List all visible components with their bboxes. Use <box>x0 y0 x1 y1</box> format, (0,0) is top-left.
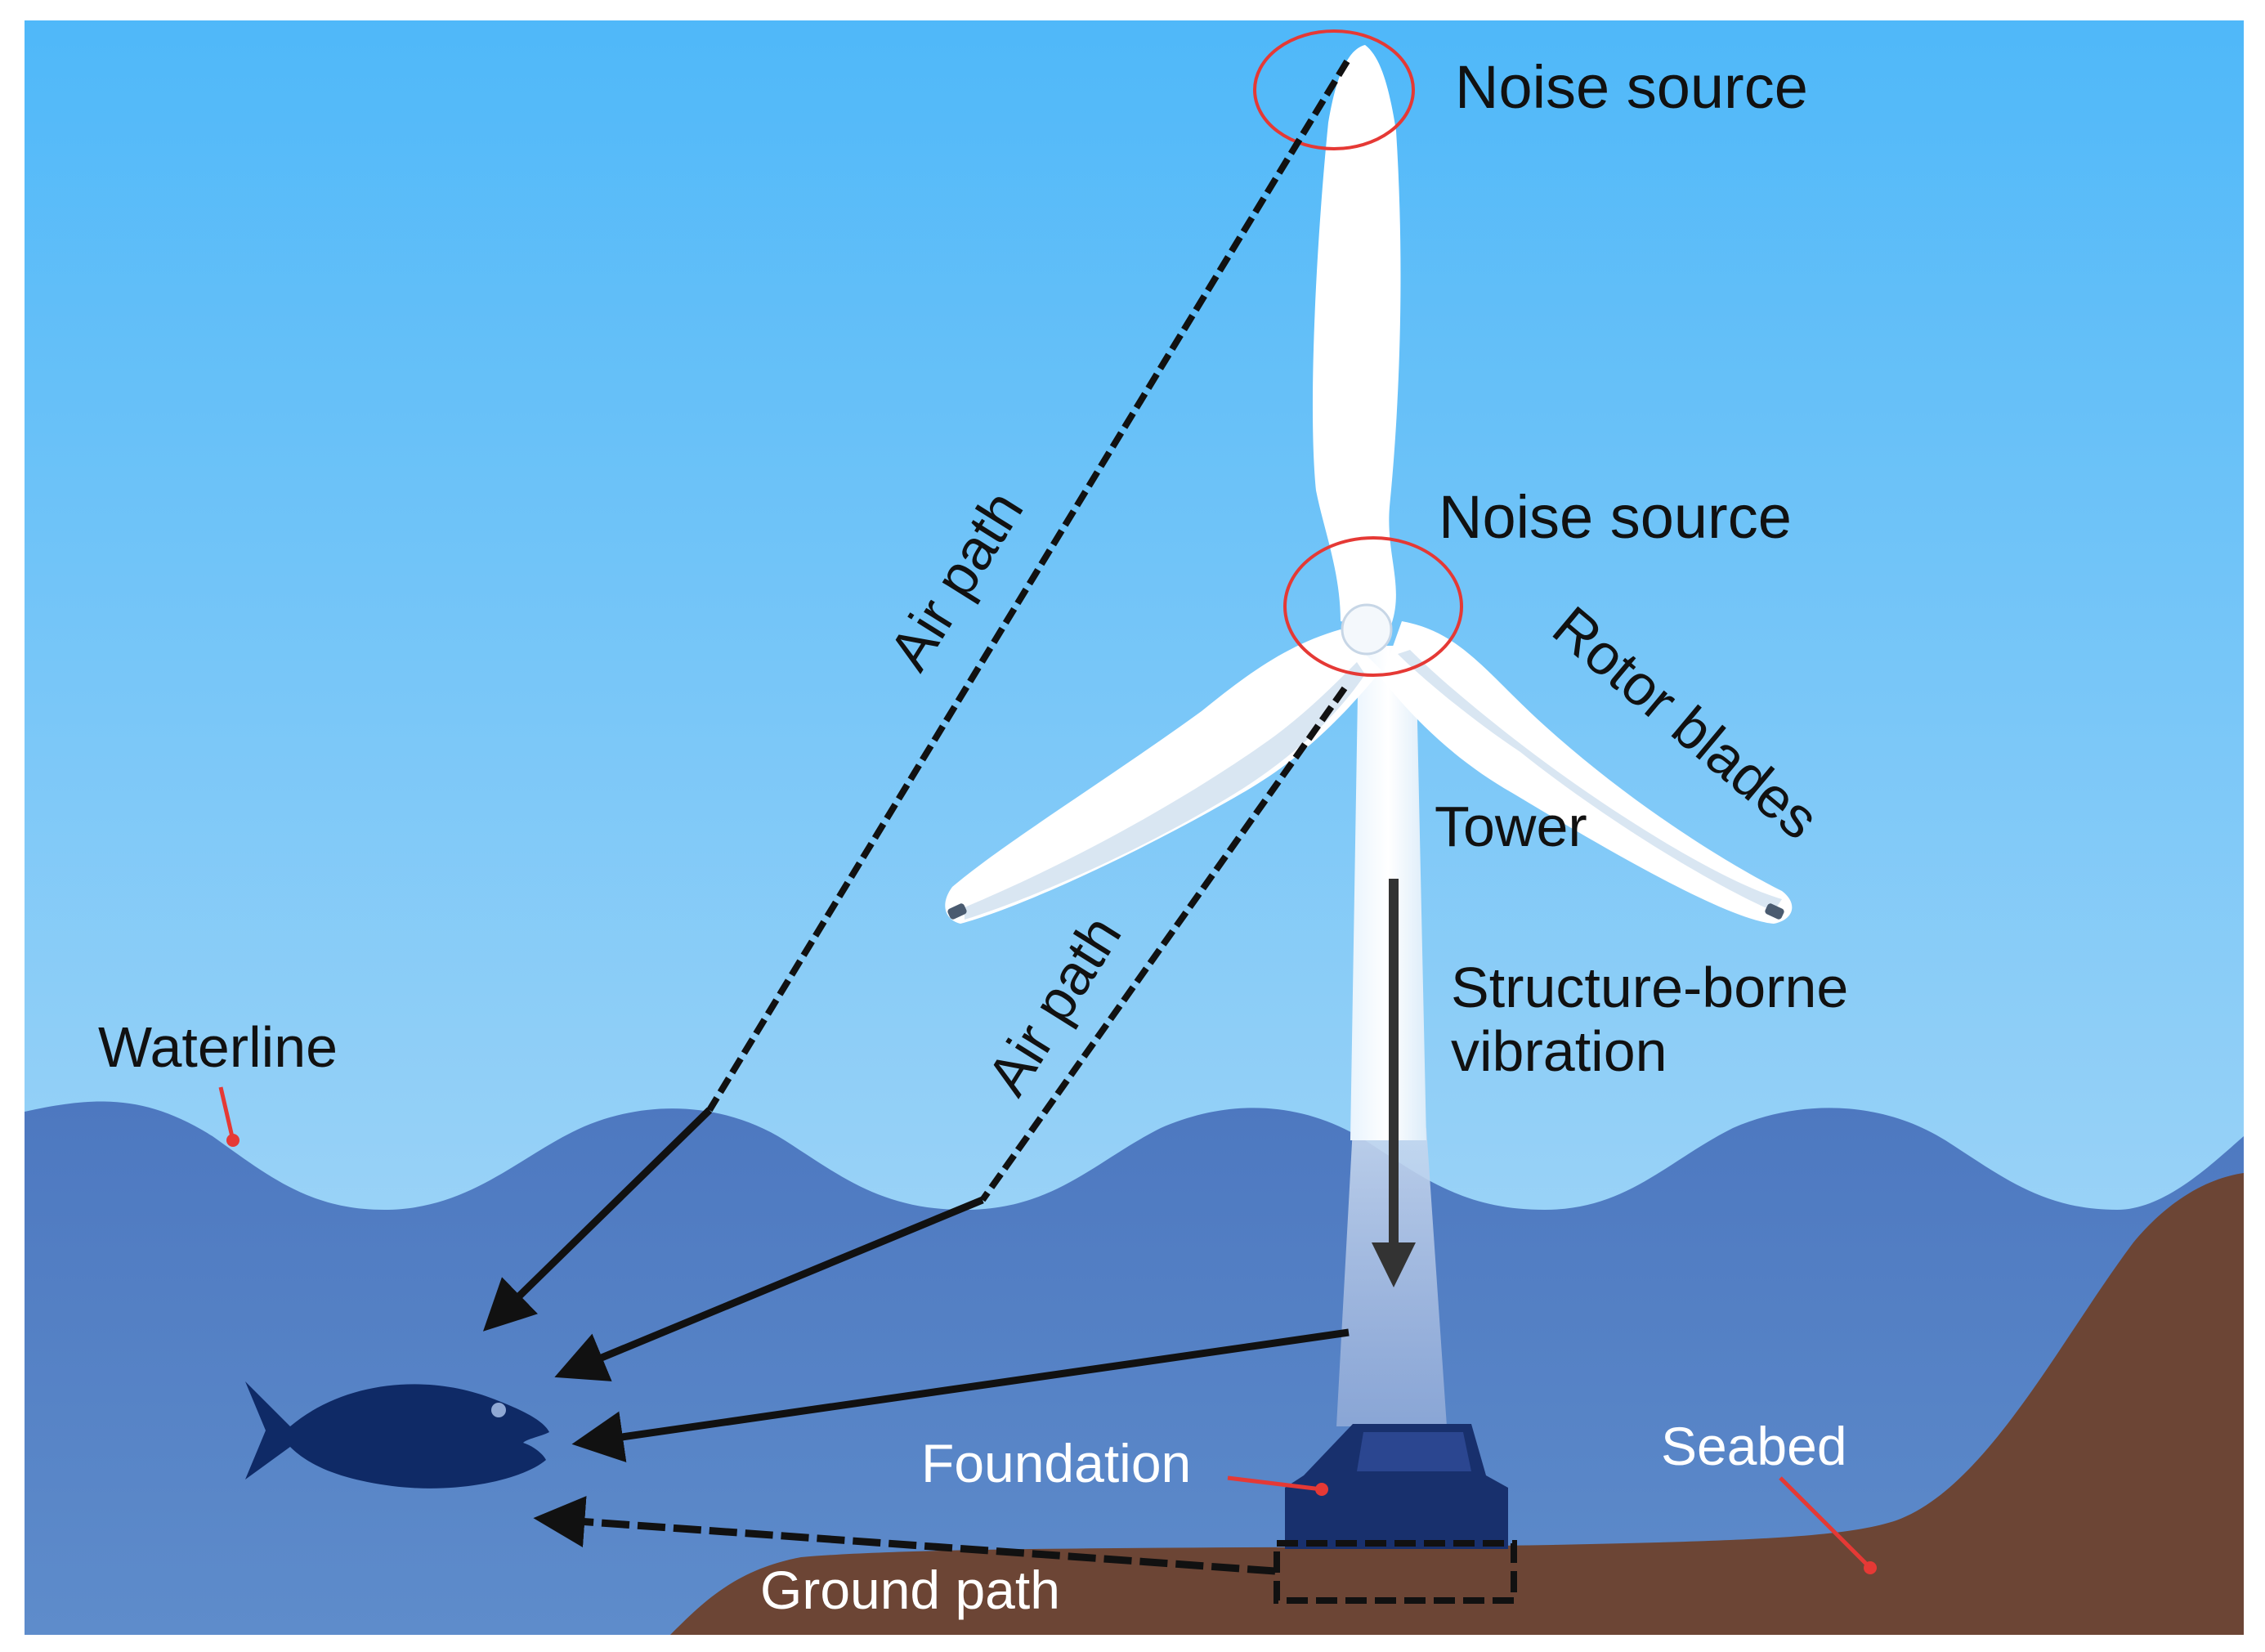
waterline-label: Waterline <box>98 1015 338 1079</box>
seabed <box>670 1173 2244 1635</box>
air-path-long-water-arrow <box>482 1107 713 1332</box>
ground-path-box <box>1274 1540 1517 1604</box>
seabed-label: Seabed <box>1661 1416 1847 1476</box>
air-path-short-line <box>979 686 1348 1202</box>
noise-source-hub-label: Noise source <box>1439 483 1792 551</box>
rotor-hub <box>1341 603 1393 656</box>
ground-path-arrow <box>533 1496 1276 1575</box>
noise-source-marker-hub <box>1283 536 1463 677</box>
ground-path-label: Ground path <box>760 1560 1060 1620</box>
structure-borne-arrowhead <box>1372 1242 1416 1287</box>
structure-borne-label-line2: vibration <box>1451 1019 1667 1083</box>
foundation-pointer <box>1227 1475 1323 1492</box>
blade-shadow-left <box>965 662 1365 920</box>
rotor-blade-left <box>945 629 1381 924</box>
air-path-short-water-arrow <box>554 1196 984 1381</box>
structure-borne-label-line1: Structure-borne <box>1451 956 1848 1019</box>
air-path-long-line <box>706 59 1350 1113</box>
blade-tip-left <box>947 903 967 920</box>
fish-icon <box>245 1381 549 1489</box>
foundation-label: Foundation <box>921 1433 1191 1493</box>
blade-shadow-right <box>1398 650 1782 911</box>
noise-source-marker-top <box>1253 29 1415 150</box>
rotor-blade-right <box>1381 621 1793 924</box>
foundation-highlight <box>1357 1432 1471 1471</box>
tower-label: Tower <box>1435 795 1587 858</box>
noise-source-top-label: Noise source <box>1455 53 1808 121</box>
seabed-pointer <box>1779 1476 1872 1569</box>
rotor-blade-top <box>1312 45 1401 629</box>
tower <box>1350 646 1426 1140</box>
waterline-pointer <box>218 1086 235 1141</box>
water-borne-arrow <box>571 1328 1350 1462</box>
blade-tip-right <box>1765 903 1784 920</box>
